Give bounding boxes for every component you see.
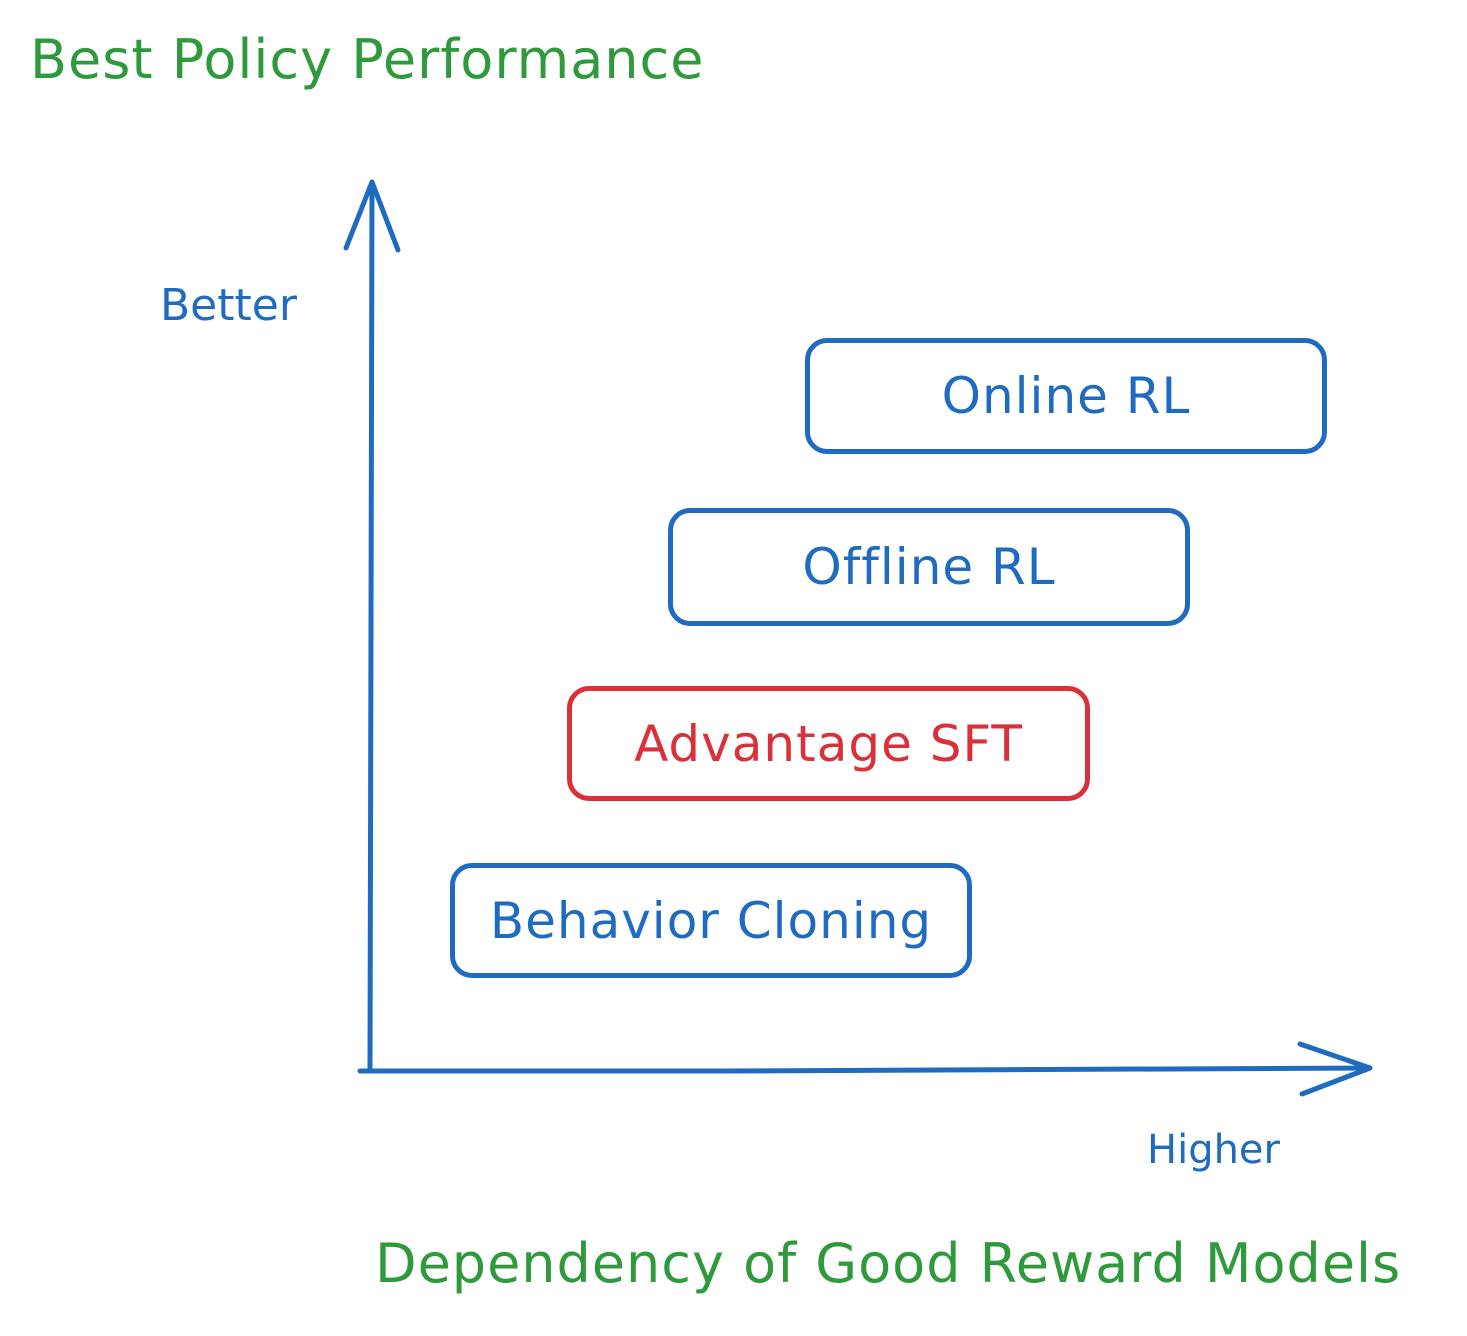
- y-axis-title: Best Policy Performance: [30, 28, 705, 91]
- x-axis-line: [357, 1065, 1373, 1074]
- box-offline-rl: Offline RL: [668, 508, 1190, 626]
- x-axis-arrowhead: [1297, 1041, 1373, 1097]
- box-online-rl: Online RL: [805, 338, 1327, 454]
- y-axis-line: [367, 179, 375, 1074]
- x-axis-label-higher: Higher: [1147, 1127, 1280, 1173]
- box-online-rl-label: Online RL: [941, 367, 1191, 425]
- box-advantage-sft: Advantage SFT: [567, 686, 1090, 801]
- box-advantage-sft-label: Advantage SFT: [634, 714, 1023, 773]
- box-behavior-cloning-label: Behavior Cloning: [489, 891, 933, 950]
- y-axis-arrowhead: [343, 179, 401, 253]
- box-behavior-cloning: Behavior Cloning: [450, 863, 972, 978]
- box-offline-rl-label: Offline RL: [802, 538, 1056, 596]
- x-axis-title: Dependency of Good Reward Models: [375, 1232, 1402, 1295]
- y-axis-label-better: Better: [160, 280, 297, 331]
